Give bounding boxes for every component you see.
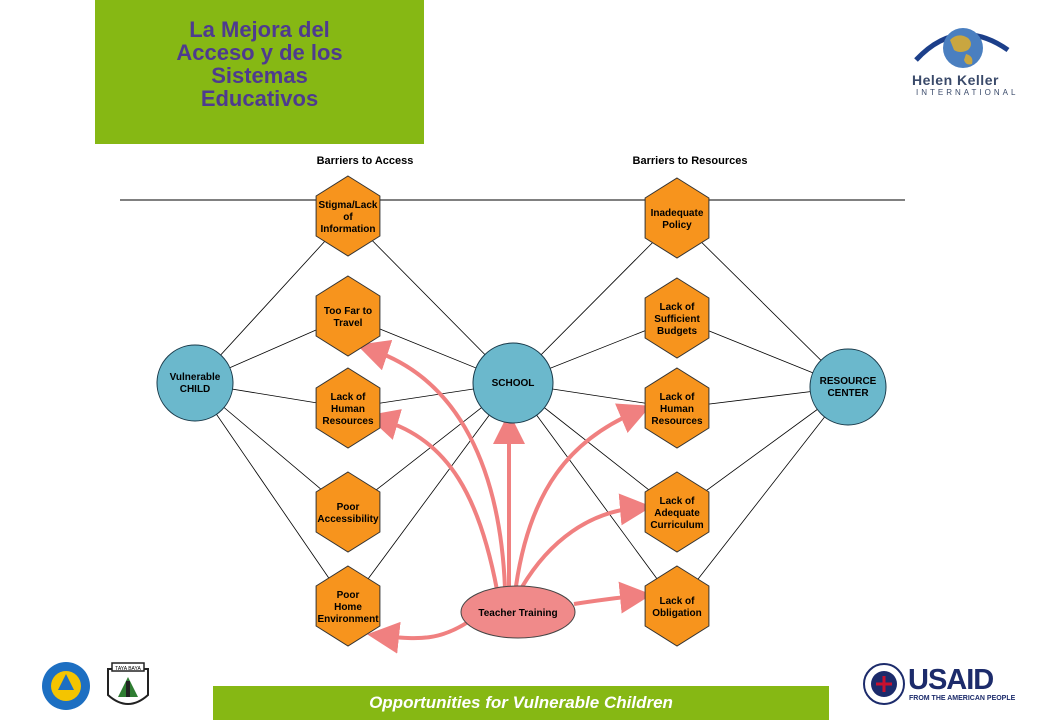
school-node: SCHOOL — [472, 342, 554, 424]
usaid-seal-icon — [863, 663, 905, 705]
seal-text: TAYA BAYA — [115, 666, 141, 672]
training-arrow — [520, 493, 652, 589]
teacher-training-arrows — [356, 340, 652, 654]
connector-line — [512, 382, 678, 607]
teacher-training-label: Teacher Training — [478, 608, 557, 619]
school-label: SCHOOL — [492, 378, 535, 389]
training-arrow — [356, 340, 507, 589]
usaid-sub: FROM THE AMERICAN PEOPLE — [909, 695, 1016, 702]
provincial-seal-logo: TAYA BAYA — [107, 662, 149, 705]
teacher-training-node: Teacher Training — [460, 585, 576, 639]
header-barriers-resources: Barriers to Resources — [633, 155, 748, 167]
training-arrow — [514, 403, 651, 587]
footer-bar: Opportunities for Vulnerable Children — [213, 686, 829, 720]
connector-line — [194, 382, 349, 607]
connector-line — [676, 386, 849, 607]
connector-line — [676, 217, 849, 388]
usaid-name: USAID — [908, 664, 994, 696]
footer-text: Opportunities for Vulnerable Children — [369, 693, 673, 712]
page-title: La Mejora del Acceso y de los Sistemas E… — [176, 17, 343, 111]
helen-keller-globe-logo — [914, 28, 1010, 68]
ministry-education-logo — [42, 662, 90, 710]
helen-keller-name: Helen Keller — [912, 72, 999, 88]
training-arrow — [366, 409, 499, 591]
header-barriers-access: Barriers to Access — [317, 155, 414, 167]
connector-line — [347, 382, 514, 607]
training-arrow — [367, 620, 470, 654]
helen-keller-sub: INTERNATIONAL — [916, 88, 1019, 97]
title-box: La Mejora del Acceso y de los Sistemas E… — [95, 0, 424, 144]
training-arrow — [573, 581, 652, 614]
